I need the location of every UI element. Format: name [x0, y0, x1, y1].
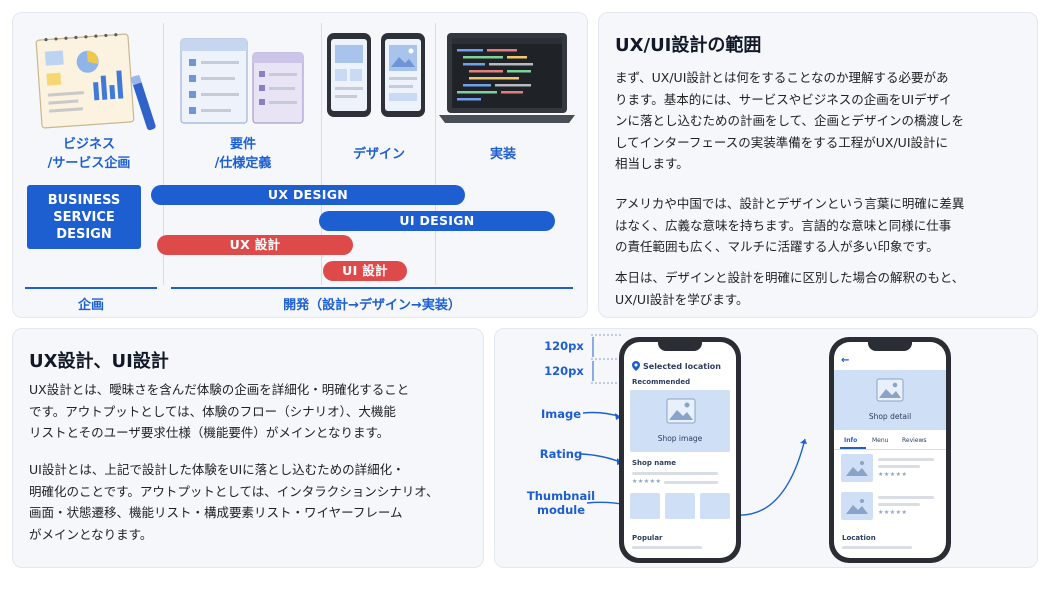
dev-timeline-line	[171, 287, 573, 289]
ux-design-bar: UX DESIGN	[151, 185, 465, 205]
stage-business-label: ビジネス/サービス企画	[47, 137, 131, 171]
design-phones-icon	[327, 33, 425, 117]
thumbnail-2[interactable]	[665, 493, 695, 519]
phone-notch	[658, 342, 702, 351]
text-placeholder	[878, 496, 934, 499]
recommended-label: Recommended	[632, 378, 691, 386]
text-placeholder	[664, 481, 718, 484]
process-card: ビジネス/サービス企画 要件/仕様定義 デザイン 実装 BUSINESS SER…	[12, 12, 588, 318]
uxui-card: UX設計、UI設計 UX設計とは、曖昧さを含んだ体験の企画を詳細化・明確化するこ…	[12, 328, 484, 568]
dim-label-1: 120px	[544, 339, 584, 353]
thumbnail-1[interactable]	[630, 493, 660, 519]
rating-stars: ★★★★★	[878, 471, 908, 478]
active-tab-indicator	[840, 447, 866, 449]
shop-detail-label: Shop detail	[868, 412, 912, 421]
ui-design-bar: UI DESIGN	[319, 211, 555, 231]
location-label: Location	[842, 534, 876, 542]
text-placeholder	[632, 546, 702, 549]
image-annotation: Image	[540, 407, 582, 421]
phone-notch	[868, 342, 912, 351]
ui-sekkei-bar: UI 設計	[323, 261, 407, 281]
phone-home-screen: Selected location Recommended Shop image…	[624, 342, 736, 558]
ui-paragraph: UI設計とは、上記で設計した体験をUIに落とし込むための詳細化・ 明確化のことで…	[29, 462, 439, 542]
business-service-design-box: BUSINESS SERVICE DESIGN	[27, 185, 141, 249]
requirements-sheet-icon	[180, 38, 304, 124]
shop-image-block[interactable]: Shop image	[630, 390, 730, 452]
wireframe-annotations-svg	[580, 334, 807, 516]
stage-design-label: デザイン	[352, 147, 405, 162]
popular-label: Popular	[632, 534, 663, 542]
shop-name-label: Shop name	[632, 459, 677, 467]
rating-stars: ★★★★★	[878, 509, 908, 516]
phone-detail-screen: ← Shop detail Info Menu Reviews ★★★★★ ★★…	[834, 342, 946, 558]
rating-annotation: Rating	[539, 447, 583, 461]
text-placeholder	[632, 472, 718, 475]
selected-location-label: Selected location	[643, 362, 721, 371]
shop-image-label: Shop image	[657, 434, 703, 443]
ux-paragraph: UX設計とは、曖昧さを含んだ体験の企画を詳細化・明確化すること です。アウトプッ…	[29, 382, 410, 440]
stage-implementation-label: 実装	[489, 147, 516, 162]
scope-paragraph-3: 本日は、デザインと設計を明確に区別した場合の解釈のもと、 UX/UI設計を学びま…	[615, 270, 965, 307]
plan-label: 企画	[77, 298, 104, 313]
shop-detail-header: Shop detail	[834, 370, 946, 430]
rating-stars: ★★★★★	[632, 478, 662, 485]
scope-paragraph-2: アメリカや中国では、設計とデザインという言葉に明確に差異 はなく、広義な意味を持…	[615, 196, 965, 254]
stage-requirements-label: 要件/仕様定義	[214, 137, 272, 171]
column-divider	[321, 23, 322, 285]
thumbnail-3[interactable]	[700, 493, 730, 519]
tab-menu[interactable]: Menu	[872, 437, 889, 444]
image-placeholder-icon	[846, 461, 868, 476]
scope-title: UX/UI設計の範囲	[615, 35, 762, 56]
business-notebook-icon	[35, 33, 156, 131]
text-placeholder	[878, 465, 920, 468]
phone-detail-wireframe: ← Shop detail Info Menu Reviews ★★★★★ ★★…	[829, 337, 951, 563]
plan-timeline-line	[25, 287, 157, 289]
text-placeholder	[842, 546, 912, 549]
text-placeholder	[878, 503, 920, 506]
column-divider	[163, 23, 164, 285]
dev-label: 開発（設計→デザイン→実装）	[283, 298, 461, 313]
tab-info[interactable]: Info	[844, 437, 858, 444]
tab-divider	[834, 449, 946, 450]
back-arrow-icon[interactable]: ←	[841, 355, 850, 366]
dim-label-2: 120px	[544, 364, 584, 378]
scope-paragraph-1: まず、UX/UI設計とは何をすることなのか理解する必要があ ります。基本的には、…	[615, 70, 965, 171]
image-placeholder-icon	[846, 499, 868, 514]
implementation-laptop-icon	[439, 33, 575, 123]
text-placeholder	[878, 458, 934, 461]
phone-home-wireframe: Selected location Recommended Shop image…	[619, 337, 741, 563]
column-divider	[435, 23, 436, 285]
location-pin-icon	[632, 361, 640, 371]
scope-card: UX/UI設計の範囲 まず、UX/UI設計とは何をすることなのか理解する必要があ…	[598, 12, 1038, 318]
image-placeholder-icon	[876, 378, 904, 402]
image-placeholder-icon	[666, 398, 696, 424]
list-thumbnail-2[interactable]	[841, 492, 873, 520]
list-thumbnail-1[interactable]	[841, 454, 873, 482]
uxui-title: UX設計、UI設計	[29, 351, 169, 372]
tab-reviews[interactable]: Reviews	[902, 437, 927, 444]
ux-sekkei-bar: UX 設計	[157, 235, 353, 255]
